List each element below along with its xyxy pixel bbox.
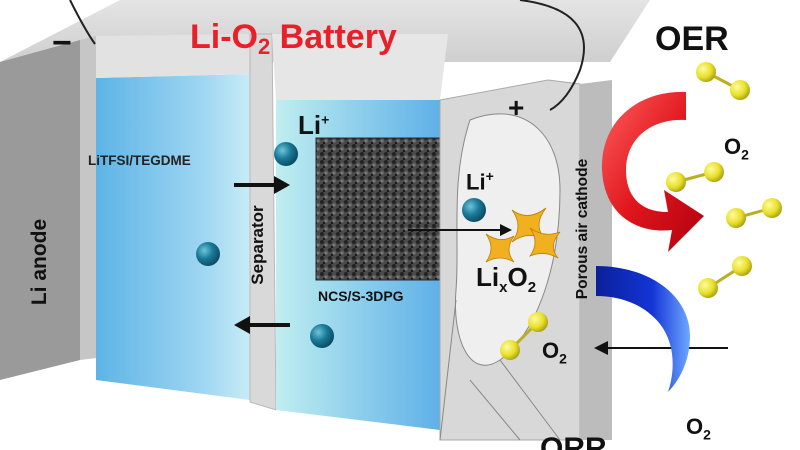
- diagram-title: Li-O2 Battery: [190, 18, 397, 60]
- li-ion-ball: [462, 198, 486, 222]
- oxygen-symbol: O: [724, 134, 742, 159]
- oxygen-label-bottom: O2: [542, 338, 567, 366]
- product-sub-2: 2: [527, 279, 537, 297]
- ion-transfer-arrow-head: [500, 224, 512, 236]
- oxygen-subscript: 2: [559, 350, 567, 367]
- oxygen-subscript: 2: [741, 146, 749, 163]
- electrolyte-left: [96, 74, 250, 400]
- anode-label-text: Li anode: [28, 218, 51, 306]
- product-o: O: [507, 262, 528, 292]
- oxygen-label-corner: O2: [686, 414, 711, 442]
- li-ion-ball: [310, 324, 334, 348]
- oxygen-inflow-arrow-head: [594, 341, 608, 355]
- oxygen-subscript: 2: [703, 426, 711, 443]
- charge-arrow-head: [274, 176, 290, 194]
- product-label: LixO2: [476, 262, 536, 296]
- orr-arrow: [596, 266, 690, 392]
- cathode-label-text: Porous air cathode: [574, 158, 591, 300]
- oxygen-symbol: O: [686, 414, 704, 439]
- li-ion-symbol: Li: [466, 169, 486, 195]
- separator-label-text: Separator: [248, 205, 267, 285]
- anode-wire: [69, 0, 96, 45]
- negative-terminal-label: −: [52, 24, 72, 62]
- oxygen-symbol: O: [542, 338, 560, 363]
- orr-label: ORR: [540, 432, 607, 450]
- li-ion-label-cathode: Li+: [466, 168, 494, 195]
- lixo2-crystals: [485, 207, 561, 263]
- li-ion-ball: [196, 242, 220, 266]
- cathode-wire: [519, 0, 585, 111]
- positive-terminal-label: +: [508, 92, 525, 123]
- product-li: Li: [476, 262, 500, 292]
- title-subscript: 2: [257, 34, 271, 59]
- electrolyte-left-top: [96, 34, 250, 78]
- cathode-cracks: [439, 299, 561, 441]
- catalyst-label: NCS/S-3DPG: [318, 288, 404, 304]
- electrolyte-right-top: [272, 34, 448, 100]
- oxygen-label-top: O2: [724, 134, 749, 162]
- li-ion-label: Li+: [298, 110, 329, 141]
- catalyst-micrograph: [315, 137, 453, 281]
- li-ion-symbol: Li: [298, 110, 322, 140]
- title-tail: Battery: [270, 18, 397, 56]
- oxygen-molecules: [500, 62, 782, 360]
- discharge-arrow-head: [234, 316, 250, 334]
- oer-label: OER: [655, 20, 729, 58]
- anode-edge: [80, 36, 96, 360]
- li-ion-charge: +: [485, 168, 494, 184]
- li-ion-charge: +: [321, 111, 330, 128]
- electrolyte-label: LiTFSI/TEGDME: [88, 153, 191, 168]
- title-main: Li-O: [190, 18, 258, 56]
- watermark: Aoiya: [640, 386, 722, 417]
- product-sub-x: x: [499, 279, 508, 297]
- oer-arrow: [601, 91, 704, 252]
- li-ion-ball: [274, 142, 298, 166]
- anode-end-face: [0, 40, 80, 380]
